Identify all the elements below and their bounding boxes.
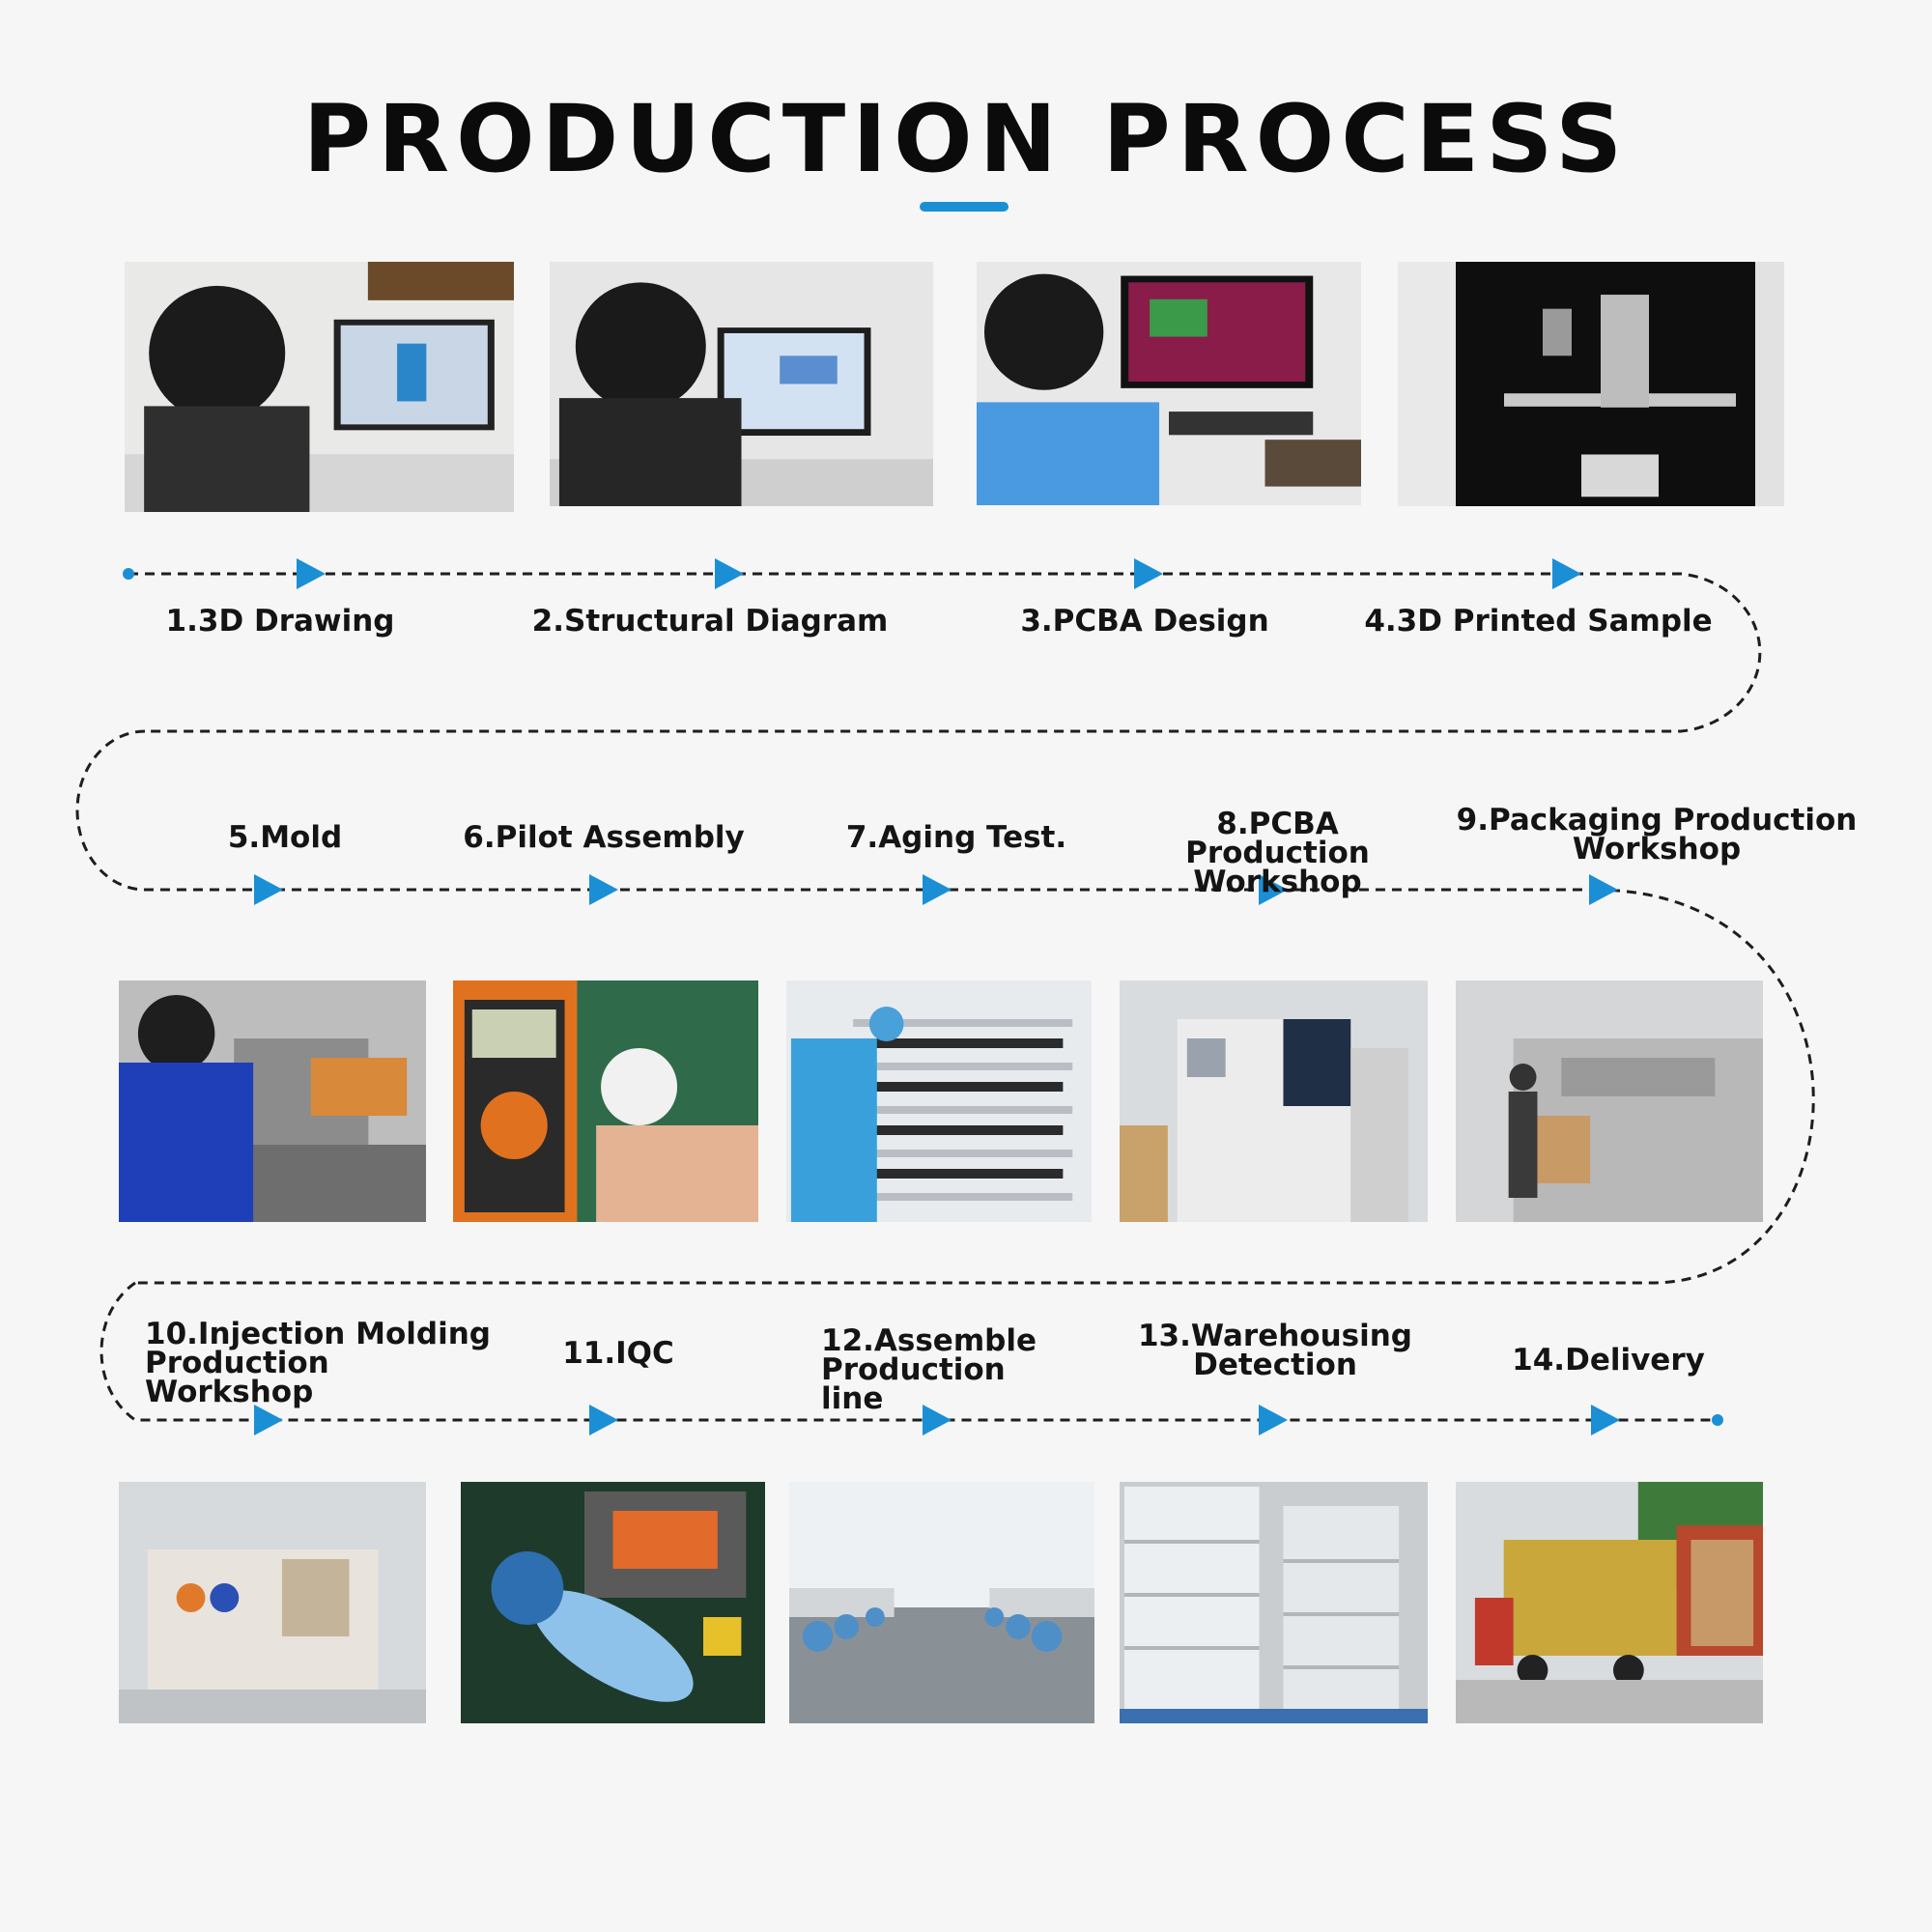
- step-14-label: 14.Delivery: [1512, 1343, 1705, 1378]
- photo-packaging-production-workshop: [1456, 980, 1763, 1222]
- path-end-dot: [1712, 1414, 1723, 1426]
- step-9-label: 9.Packaging Production Workshop: [1456, 803, 1858, 867]
- arrow-step-13: [1259, 1405, 1288, 1435]
- arrow-step-5: [254, 874, 283, 905]
- arrow-step-10: [254, 1405, 283, 1435]
- step-13-label: 13.Warehousing Detection: [1137, 1319, 1412, 1382]
- arrow-step-11: [589, 1405, 618, 1435]
- arrow-step-12: [923, 1405, 952, 1435]
- step-6-label: 6.Pilot Assembly: [463, 820, 745, 855]
- photo-assemble-production-line: [789, 1482, 1094, 1723]
- arrow-step-7: [923, 874, 952, 905]
- photo-injection-molding-workshop: [119, 1482, 426, 1723]
- photo-pilot-assembly: [453, 980, 758, 1222]
- page-title: PRODUCTION PROCESS: [302, 85, 1630, 193]
- step-3-label: 3.PCBA Design: [1020, 604, 1269, 639]
- photo-iqc: [461, 1482, 765, 1723]
- photo-pcba-design: [977, 262, 1361, 505]
- photo-warehousing-detection: [1120, 1482, 1428, 1723]
- photo-3d-drawing: [125, 262, 514, 512]
- photo-pcba-production-workshop: [1120, 980, 1428, 1222]
- step-7-label: 7.Aging Test.: [845, 820, 1067, 855]
- path-curve-left-2: [99, 1281, 1717, 1422]
- arrow-step-4: [1552, 558, 1581, 589]
- step-4-label: 4.3D Printed Sample: [1364, 604, 1713, 639]
- step-10-label: 10.Injection Molding Production Workshop: [145, 1317, 491, 1409]
- step-11-label: 11.IQC: [562, 1336, 674, 1371]
- step-12-label: 12.Assemble Production line: [821, 1323, 1037, 1416]
- path-curve-left-1: [75, 729, 1594, 892]
- arrow-step-8: [1259, 874, 1288, 905]
- path-row-1: [128, 572, 1762, 733]
- arrow-step-3: [1134, 558, 1163, 589]
- step-2-label: 2.Structural Diagram: [531, 604, 889, 639]
- step-1-label: 1.3D Drawing: [165, 604, 395, 639]
- path-start-dot: [123, 568, 134, 580]
- path-curve-right: [135, 888, 1815, 1285]
- photo-structural-diagram: [550, 262, 933, 506]
- title-underline: [920, 202, 1009, 212]
- photo-3d-printed-sample: [1398, 262, 1784, 506]
- arrow-step-14: [1591, 1405, 1620, 1435]
- step-5-label: 5.Mold: [227, 820, 343, 855]
- arrow-step-1: [297, 558, 326, 589]
- arrow-step-2: [715, 558, 744, 589]
- arrow-step-6: [589, 874, 618, 905]
- photo-aging-test: [786, 980, 1092, 1222]
- photo-delivery: [1456, 1482, 1763, 1723]
- arrow-step-9: [1589, 874, 1618, 905]
- photo-mold: [119, 980, 426, 1222]
- step-8-label: 8.PCBA Production Workshop: [1185, 807, 1370, 899]
